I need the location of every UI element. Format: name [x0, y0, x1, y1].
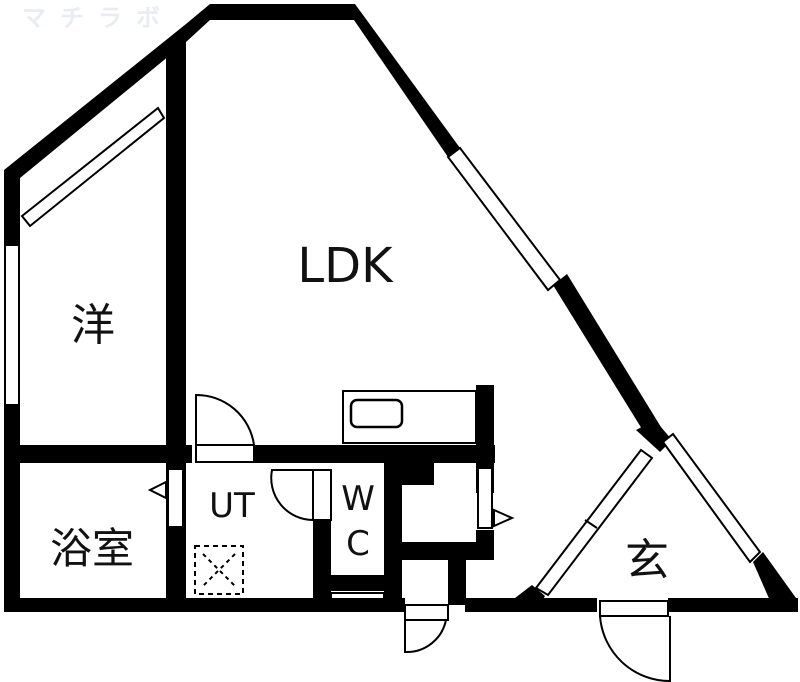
doors	[147, 393, 671, 682]
windows	[4, 106, 762, 597]
room-label-western: 洋	[71, 300, 115, 351]
room-label-wc-c: C	[346, 524, 370, 564]
watermark: マチラボ	[22, 4, 174, 32]
room-label-ldk: LDK	[297, 238, 394, 294]
room-label-entrance: 玄	[625, 535, 669, 586]
fixtures	[194, 390, 477, 595]
exterior-walls	[4, 4, 798, 612]
washing-machine-icon	[194, 545, 244, 595]
kitchen-counter	[342, 390, 477, 444]
room-label-bathroom: 浴室	[50, 524, 134, 573]
sink-icon	[349, 398, 404, 429]
room-label-wc-w: W	[341, 479, 375, 519]
room-label-utility: UT	[209, 486, 255, 526]
